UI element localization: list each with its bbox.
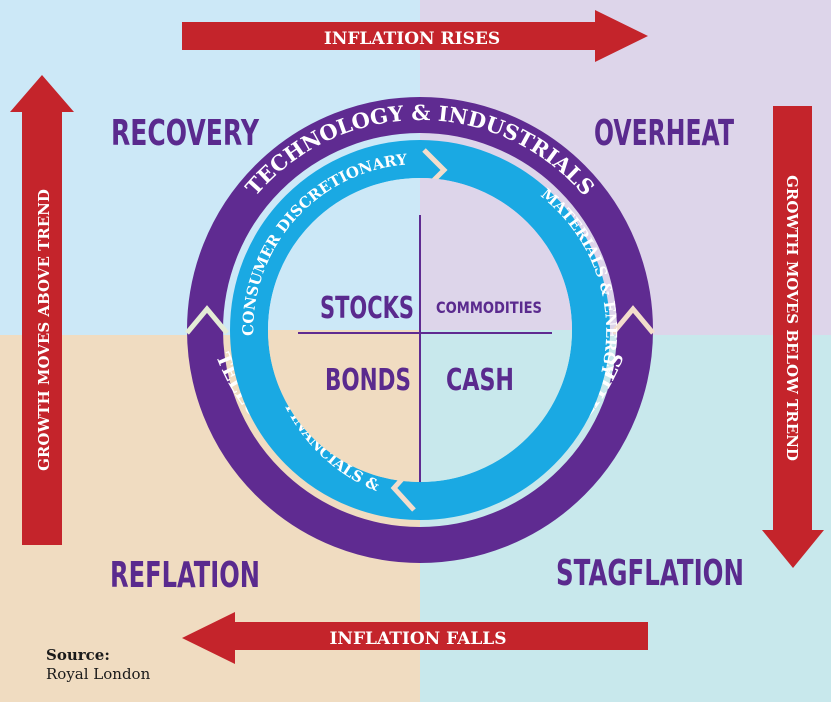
growth-above-trend-label: GROWTH MOVES ABOVE TREND (35, 189, 53, 471)
phase-recovery: RECOVERY (111, 113, 260, 154)
asset-stocks: STOCKS (320, 291, 414, 326)
phase-stagflation: STAGFLATION (556, 553, 744, 594)
chevron-up-icon-right (611, 305, 655, 335)
inflation-falls-arrow: INFLATION FALLS (182, 612, 648, 664)
growth-below-trend-arrow: GROWTH MOVES BELOW TREND (762, 106, 824, 568)
arrow-down-icon (762, 106, 824, 568)
source-label: Source: (46, 646, 110, 664)
asset-bonds: BONDS (325, 363, 411, 398)
growth-above-trend-arrow: GROWTH MOVES ABOVE TREND (10, 75, 74, 545)
arrow-up-icon (10, 75, 74, 545)
arrow-left-icon (182, 612, 648, 664)
chevron-up-icon-left (185, 305, 229, 335)
phase-overheat: OVERHEAT (594, 113, 734, 154)
asset-cash: CASH (446, 363, 514, 398)
asset-commodities: COMMODITIES (436, 298, 542, 317)
growth-below-trend-label: GROWTH MOVES BELOW TREND (783, 175, 801, 461)
inflation-rises-arrow: INFLATION RISES (182, 10, 648, 62)
asset-disc: STOCKS COMMODITIES BONDS CASH (268, 178, 572, 482)
source-value: Royal London (46, 665, 151, 683)
phase-reflation: REFLATION (110, 555, 260, 596)
inflation-rises-label: INFLATION RISES (324, 29, 500, 49)
inflation-falls-label: INFLATION FALLS (329, 629, 506, 649)
arrow-right-icon (182, 10, 648, 62)
